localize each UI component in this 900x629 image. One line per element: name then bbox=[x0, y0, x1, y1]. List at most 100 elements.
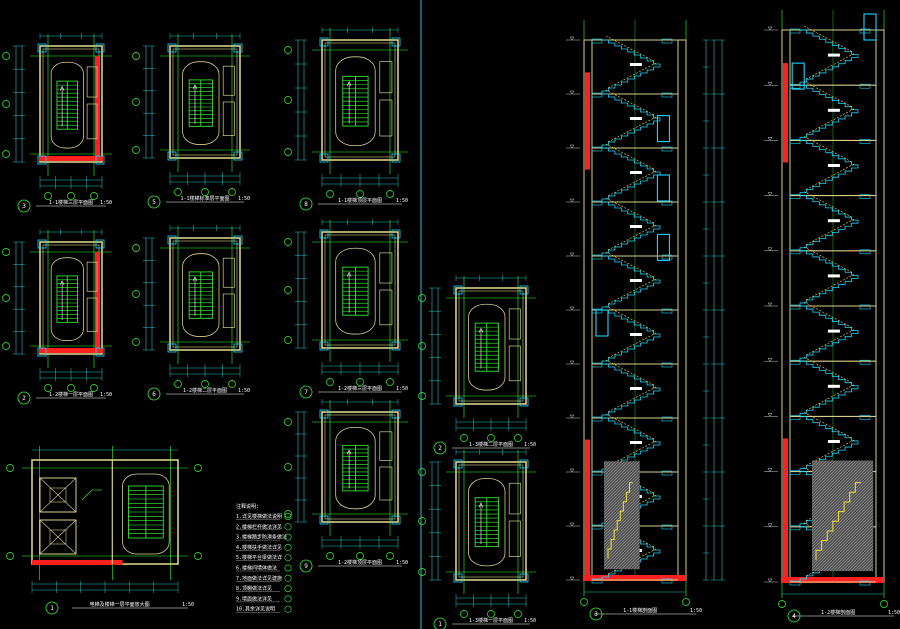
note-item: 9.墙面做法详见 bbox=[236, 595, 272, 602]
column bbox=[319, 153, 329, 163]
plan-scale: 1:50 bbox=[182, 602, 194, 608]
grid-bubble bbox=[418, 568, 426, 576]
note-item: 10.其余详见说明 bbox=[236, 606, 275, 613]
plan-scale: 1:50 bbox=[238, 196, 250, 202]
grid-bubble bbox=[326, 190, 334, 198]
grid-bubble bbox=[194, 552, 202, 560]
column bbox=[319, 229, 329, 239]
grid-bubble bbox=[6, 464, 14, 472]
column bbox=[167, 151, 177, 161]
grid-bubble bbox=[132, 290, 140, 298]
note-detail-bubble bbox=[284, 512, 292, 520]
column bbox=[391, 341, 401, 351]
plan-number: 3 bbox=[22, 203, 26, 210]
column bbox=[519, 573, 529, 583]
side-room bbox=[86, 297, 98, 332]
column bbox=[37, 239, 47, 249]
column bbox=[453, 573, 463, 583]
grid-bubble bbox=[44, 384, 52, 392]
side-room bbox=[379, 252, 393, 284]
grid-bubble bbox=[487, 434, 495, 442]
grid-bubble bbox=[2, 248, 10, 256]
stair-wall bbox=[169, 237, 241, 351]
grid-bubble bbox=[90, 384, 98, 392]
grid-bubble bbox=[284, 336, 292, 344]
plan-number-circle bbox=[17, 199, 31, 213]
plan-number-circle bbox=[433, 441, 447, 455]
plan-number: 8 bbox=[304, 201, 308, 208]
column bbox=[453, 397, 463, 407]
grid-bubble bbox=[201, 188, 209, 196]
side-room bbox=[508, 482, 521, 515]
note-detail-bubble bbox=[284, 564, 292, 572]
note-detail-bubble bbox=[284, 533, 292, 541]
column bbox=[391, 37, 401, 47]
note-detail-bubble bbox=[284, 554, 292, 562]
red-wall bbox=[585, 72, 590, 170]
plan-title: 1-1楼梯标准层平面图 bbox=[180, 195, 229, 202]
grid-bubble bbox=[90, 192, 98, 200]
column bbox=[391, 515, 401, 525]
plan-number-circle bbox=[299, 559, 313, 573]
notes-layer: 注释说明:1.详见楼梯做法说明2.楼梯栏杆做法详见3.楼梯踏步防滑条做法4.楼梯… bbox=[236, 503, 292, 613]
landing-outline bbox=[335, 56, 376, 147]
grid-bubble bbox=[418, 294, 426, 302]
window bbox=[595, 309, 609, 337]
plan-scale: 1:50 bbox=[396, 386, 408, 392]
side-room bbox=[222, 257, 235, 288]
side-room bbox=[222, 293, 235, 328]
grid-bubble bbox=[487, 610, 495, 618]
red-wall bbox=[39, 348, 103, 353]
stair-wall bbox=[39, 241, 103, 355]
column bbox=[95, 347, 105, 357]
plan-title: 电梯及楼梯一层平面放大图 bbox=[90, 601, 150, 608]
side-room bbox=[86, 66, 98, 98]
landing-outline bbox=[335, 247, 376, 335]
column bbox=[167, 43, 177, 53]
note-item: 2.楼梯栏杆做法详见 bbox=[236, 523, 282, 530]
side-room bbox=[222, 101, 235, 136]
column bbox=[233, 43, 243, 53]
grid-bubble bbox=[284, 96, 292, 104]
column bbox=[95, 43, 105, 53]
grid-bubble bbox=[2, 294, 10, 302]
plan-number-circle bbox=[147, 387, 161, 401]
landing-outline bbox=[50, 257, 84, 341]
plan-number: 2 bbox=[438, 445, 442, 452]
note-item: 7.地面做法详见建施 bbox=[236, 575, 282, 582]
grid-bubble bbox=[132, 98, 140, 106]
window bbox=[656, 115, 670, 143]
note-item: 6.楼梯间墙体做法 bbox=[236, 565, 277, 572]
grid-bubble bbox=[880, 600, 888, 608]
grid-bubble bbox=[386, 378, 394, 386]
red-wall bbox=[39, 156, 103, 161]
plan-number: 2 bbox=[22, 395, 26, 402]
grid-bubble bbox=[356, 190, 364, 198]
side-room bbox=[86, 103, 98, 140]
column bbox=[391, 153, 401, 163]
plan-scale: 1:50 bbox=[524, 618, 536, 624]
plan-number: 5 bbox=[152, 199, 156, 206]
plan-title: 1-2楼梯二层平面图 bbox=[183, 387, 227, 394]
plan-number: 7 bbox=[304, 389, 308, 396]
column bbox=[95, 239, 105, 249]
note-detail-bubble bbox=[284, 585, 292, 593]
red-wall bbox=[32, 560, 123, 565]
grid-bubble bbox=[228, 380, 236, 388]
grid-bubble bbox=[284, 238, 292, 246]
grid-bubble bbox=[778, 600, 786, 608]
landing-outline bbox=[468, 303, 506, 391]
plan-title: 1-3楼梯二层平面图 bbox=[469, 441, 513, 448]
grid-bubble bbox=[132, 52, 140, 60]
landing-outline bbox=[468, 478, 506, 567]
grid-bubble bbox=[2, 342, 10, 350]
window bbox=[656, 233, 670, 261]
grid-bubble bbox=[418, 468, 426, 476]
window bbox=[791, 62, 805, 90]
stair-wall bbox=[321, 411, 399, 523]
